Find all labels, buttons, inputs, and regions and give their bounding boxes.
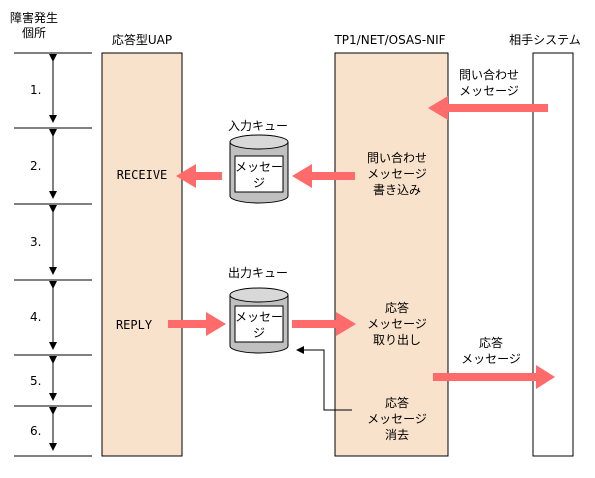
uap-column-header: 応答型UAP	[112, 32, 172, 47]
section-label-5: 5.	[30, 374, 41, 388]
partner-column-header: 相手システム	[509, 33, 581, 47]
output-queue-message-line1: メッセー	[235, 310, 283, 324]
tp1-column-header: TP1/NET/OSAS-NIF	[333, 33, 445, 47]
tp1-erase-line3: 消去	[385, 428, 409, 442]
response-label-line1: 応答	[479, 335, 503, 350]
tp1-write-line3: 書き込み	[373, 183, 421, 197]
input-queue-message-line1: メッセー	[235, 160, 283, 174]
fault-header-line2: 個所	[22, 26, 46, 40]
tp1-takeout-line2: メッセージ	[367, 317, 427, 331]
flow-arrows	[168, 96, 555, 389]
tp1-write-line2: メッセージ	[367, 167, 427, 181]
tp1-panel	[334, 52, 449, 457]
output-queue-cylinder	[229, 287, 289, 354]
inquiry-label-line1: 問い合わせ	[459, 67, 519, 82]
tp1-takeout-line3: 取り出し	[373, 333, 421, 347]
receive-label: RECEIVE	[117, 168, 168, 182]
output-queue-title: 出力キュー	[228, 266, 288, 280]
erase-connector	[296, 346, 352, 411]
receive-arrow	[176, 164, 222, 188]
write-arrow	[292, 164, 355, 188]
tp1-write-line1: 問い合わせ	[367, 150, 427, 165]
input-queue-message-line2: ジ	[253, 176, 265, 190]
section-label-4: 4.	[30, 310, 41, 324]
section-label-6: 6.	[30, 424, 41, 438]
inquiry-arrow	[428, 96, 548, 120]
inquiry-label-line2: メッセージ	[459, 84, 519, 98]
output-queue-message-line2: ジ	[253, 326, 265, 340]
response-label-line2: メッセージ	[461, 352, 521, 366]
input-queue-title: 入力キュー	[228, 119, 288, 133]
uap-panel	[101, 52, 183, 457]
section-label-1: 1.	[30, 83, 41, 97]
reply-label: REPLY	[116, 318, 153, 332]
section-label-3: 3.	[30, 235, 41, 249]
tp1-erase-line2: メッセージ	[367, 412, 427, 426]
takeout-arrow	[292, 312, 356, 336]
partner-panel	[532, 52, 574, 457]
fault-header-line1: 障害発生	[10, 10, 58, 25]
tp1-erase-line1: 応答	[385, 395, 409, 410]
tp1-takeout-line1: 応答	[385, 300, 409, 315]
response-arrow	[433, 365, 555, 389]
section-label-2: 2.	[30, 159, 41, 173]
section-dividers	[14, 52, 92, 457]
reply-arrow	[168, 312, 226, 336]
input-queue-cylinder	[229, 134, 289, 204]
